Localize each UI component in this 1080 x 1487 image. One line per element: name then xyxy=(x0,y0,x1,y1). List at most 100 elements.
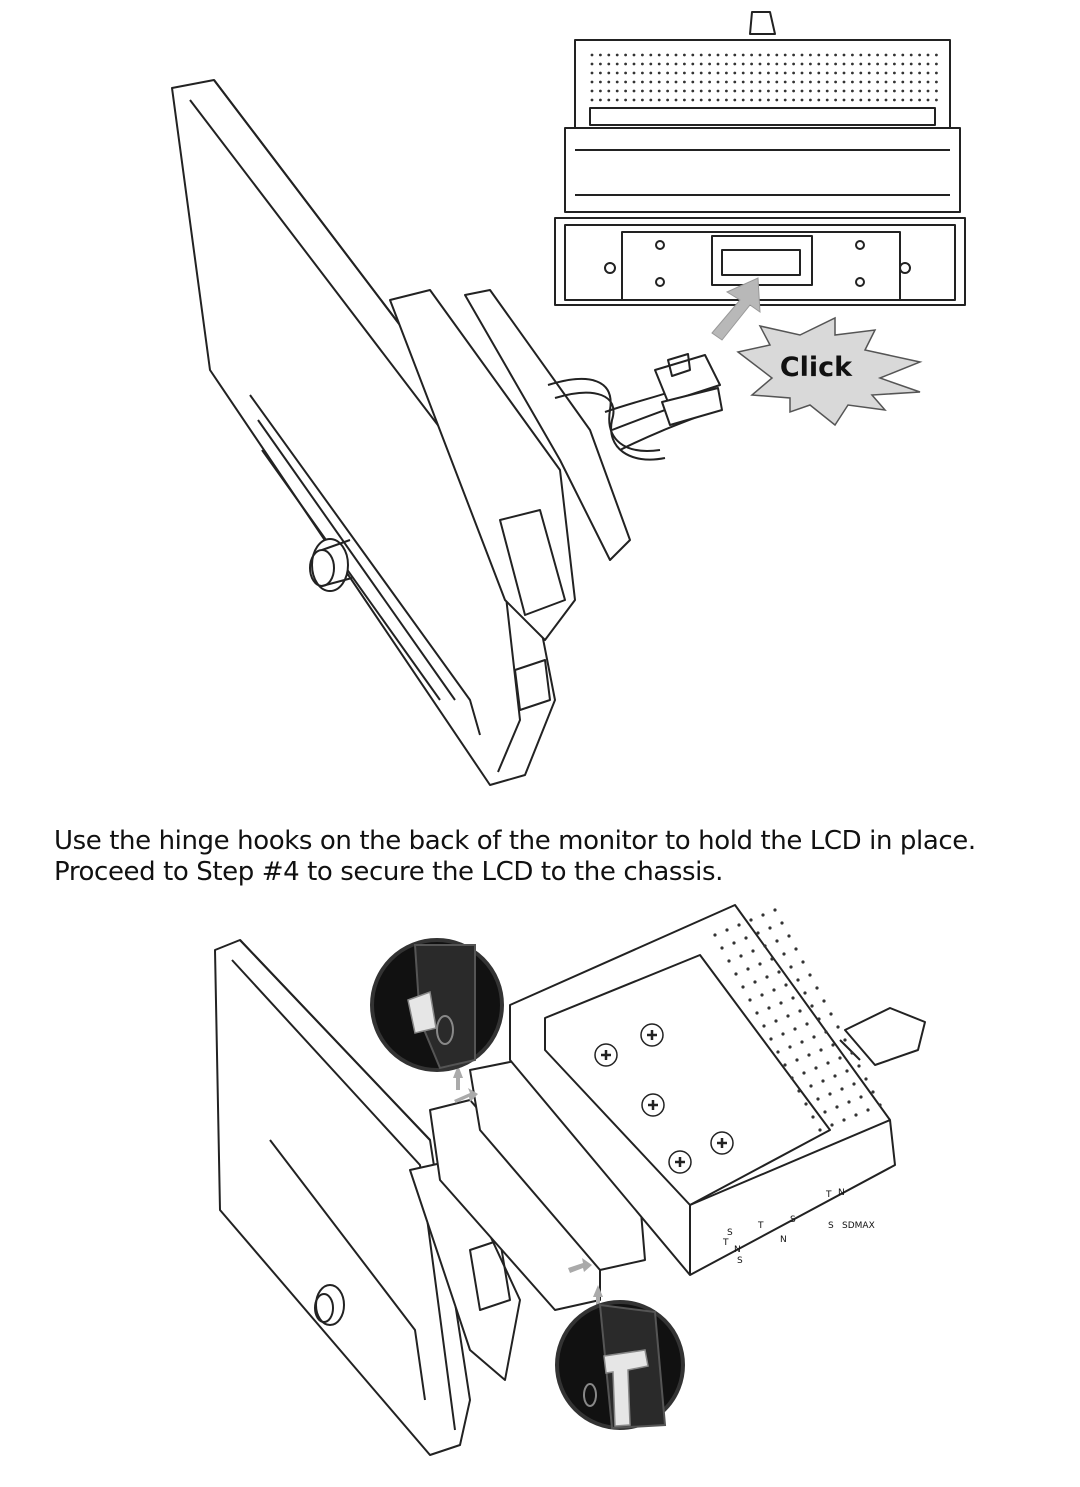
vent-hole xyxy=(720,946,724,950)
vent-hole xyxy=(691,71,695,75)
vent-hole xyxy=(821,1079,825,1083)
vent-hole xyxy=(716,98,720,102)
vent-hole xyxy=(741,62,745,66)
vent-hole xyxy=(666,80,669,84)
vent-hole xyxy=(599,53,602,57)
vent-hole xyxy=(805,1022,809,1026)
vent-hole xyxy=(657,71,661,75)
vent-hole xyxy=(725,80,728,84)
vent-hole xyxy=(632,53,636,57)
vent-hole xyxy=(840,1087,844,1091)
vent-hole xyxy=(790,1076,794,1080)
vent-hole xyxy=(615,98,619,102)
vent-hole xyxy=(758,62,762,66)
vent-hole xyxy=(935,89,938,93)
screw xyxy=(641,1093,665,1117)
vent-hole xyxy=(800,53,804,57)
vent-hole xyxy=(810,1004,814,1008)
vent-hole xyxy=(774,1019,778,1023)
vent-hole xyxy=(876,53,879,57)
vent-hole xyxy=(649,62,653,66)
vent-hole xyxy=(808,973,812,977)
vent-hole xyxy=(758,89,762,93)
vent-hole xyxy=(851,71,854,75)
vent-hole xyxy=(825,71,829,75)
vent-hole xyxy=(599,71,602,75)
vent-hole xyxy=(884,53,888,57)
vent-hole xyxy=(691,89,695,93)
vent-hole xyxy=(741,985,745,989)
vent-hole xyxy=(713,933,717,937)
vent-hole xyxy=(800,1040,804,1044)
vent-hole xyxy=(842,53,846,57)
vent-hole xyxy=(683,53,686,57)
vent-hole xyxy=(794,947,798,951)
vent-hole xyxy=(750,62,753,66)
vent-hole xyxy=(859,71,863,75)
vent-hole xyxy=(825,53,829,57)
vent-hole xyxy=(876,80,879,84)
vent-hole xyxy=(624,98,627,102)
vent-hole xyxy=(666,62,669,66)
vent-hole xyxy=(834,98,837,102)
vent-hole xyxy=(691,53,695,57)
vent-hole xyxy=(918,71,921,75)
vent-hole xyxy=(834,62,837,66)
vent-hole xyxy=(590,71,594,75)
vent-hole xyxy=(599,89,602,93)
vent-hole xyxy=(708,62,711,66)
vent-hole xyxy=(641,89,644,93)
screw xyxy=(594,1043,618,1067)
vent-hole xyxy=(767,89,770,93)
vent-hole xyxy=(674,71,678,75)
vent-hole xyxy=(825,62,829,66)
vent-hole xyxy=(918,53,921,57)
vent-hole xyxy=(758,80,762,84)
vent-hole xyxy=(683,71,686,75)
vent-hole xyxy=(809,80,812,84)
vent-hole xyxy=(641,80,644,84)
vent-hole xyxy=(788,1045,792,1049)
panel-label: S xyxy=(828,1221,834,1231)
vent-hole xyxy=(817,89,821,93)
vent-hole xyxy=(632,89,636,93)
vent-hole xyxy=(615,89,619,93)
vent-hole xyxy=(751,949,755,953)
vent-hole xyxy=(775,98,779,102)
vent-hole xyxy=(918,89,921,93)
vent-hole xyxy=(615,53,619,57)
vent-hole xyxy=(716,80,720,84)
vent-hole xyxy=(775,80,779,84)
vent-hole xyxy=(792,53,795,57)
detail-magnifier-top xyxy=(370,938,504,1072)
vent-hole xyxy=(699,62,703,66)
vent-hole xyxy=(741,53,745,57)
vent-hole xyxy=(772,988,776,992)
vent-hole xyxy=(926,62,930,66)
vent-hole xyxy=(791,996,795,1000)
insert-arrow xyxy=(711,277,761,341)
vent-hole xyxy=(859,53,863,57)
vent-hole xyxy=(758,962,762,966)
vent-hole xyxy=(842,62,846,66)
vent-hole xyxy=(775,89,779,93)
vent-hole xyxy=(649,98,653,102)
vent-hole xyxy=(909,53,913,57)
vent-hole xyxy=(893,80,896,84)
vent-hole xyxy=(769,1037,773,1041)
vent-hole xyxy=(758,98,762,102)
vent-hole xyxy=(708,80,711,84)
vent-hole xyxy=(828,1092,832,1096)
vent-hole xyxy=(624,53,627,57)
vent-hole xyxy=(878,1103,882,1107)
vent-hole xyxy=(708,98,711,102)
vent-hole xyxy=(674,62,678,66)
panel-label: S xyxy=(727,1228,733,1238)
vent-hole xyxy=(800,98,804,102)
vent-hole xyxy=(733,62,737,66)
vent-hole xyxy=(781,1032,785,1036)
vent-hole xyxy=(935,71,938,75)
vent-hole xyxy=(935,53,938,57)
vent-hole xyxy=(733,98,737,102)
vent-hole xyxy=(780,921,784,925)
